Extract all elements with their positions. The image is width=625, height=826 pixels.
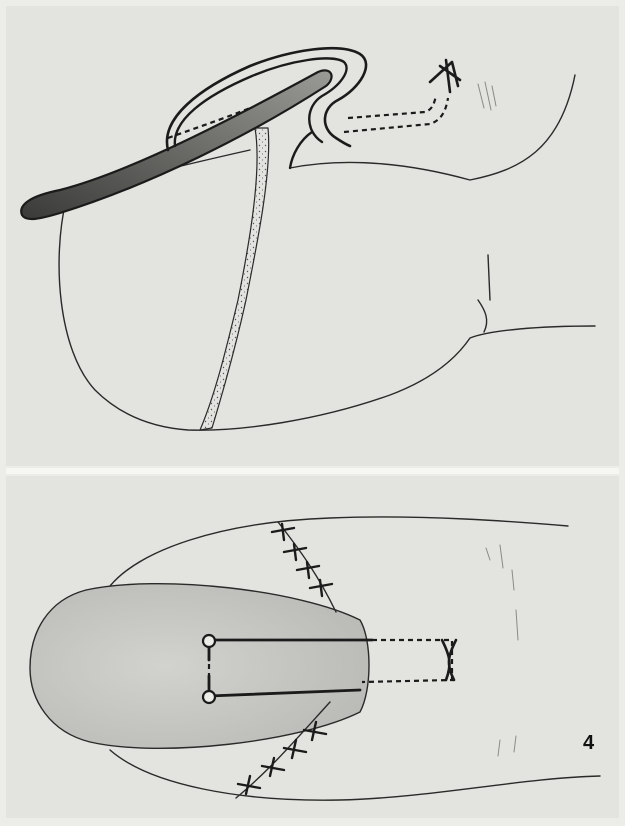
suture-entry-point-upper — [203, 635, 215, 647]
nail-plate — [30, 584, 369, 749]
side-view-panel — [6, 6, 619, 466]
dorsal-view-panel — [6, 476, 619, 818]
suture-entry-point-lower — [203, 691, 215, 703]
figure-number-label: 4 — [583, 732, 594, 755]
panel-divider — [6, 468, 619, 474]
